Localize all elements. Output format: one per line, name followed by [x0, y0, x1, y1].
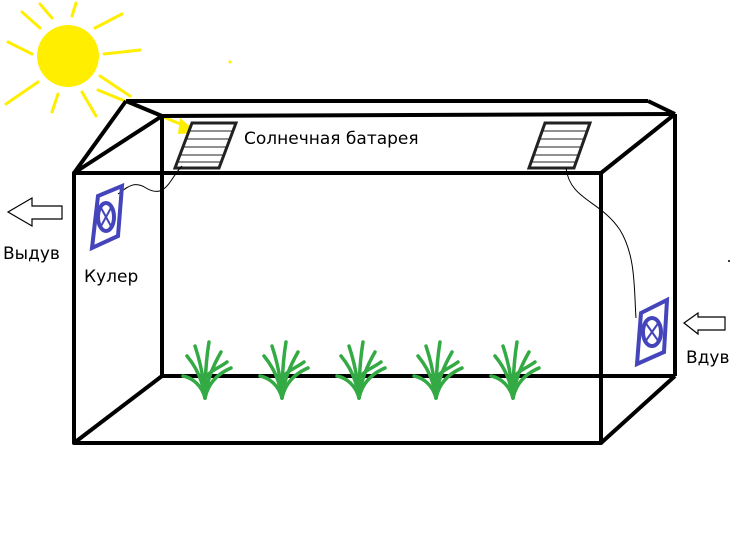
solar-panel-icon	[526, 121, 593, 170]
plant-icon	[258, 340, 310, 400]
plants	[181, 340, 541, 400]
arrow-icon	[6, 196, 63, 228]
dot-mark	[728, 260, 730, 262]
fan-icon	[89, 182, 125, 252]
plant-icon	[412, 340, 464, 400]
plant-icon	[489, 340, 541, 400]
intake-label: Вдув	[686, 348, 730, 368]
greenhouse-frame	[72, 99, 677, 445]
fan-icon	[634, 296, 670, 368]
exhaust-label: Выдув	[3, 244, 60, 264]
plant-icon	[181, 340, 233, 400]
cooler-label: Кулер	[84, 267, 138, 287]
plant-icon	[335, 340, 387, 400]
arrow-icon	[682, 311, 726, 336]
wire	[117, 165, 637, 319]
solar-panel-icon	[172, 121, 239, 170]
solar-panel-label: Солнечная батарея	[244, 129, 419, 149]
